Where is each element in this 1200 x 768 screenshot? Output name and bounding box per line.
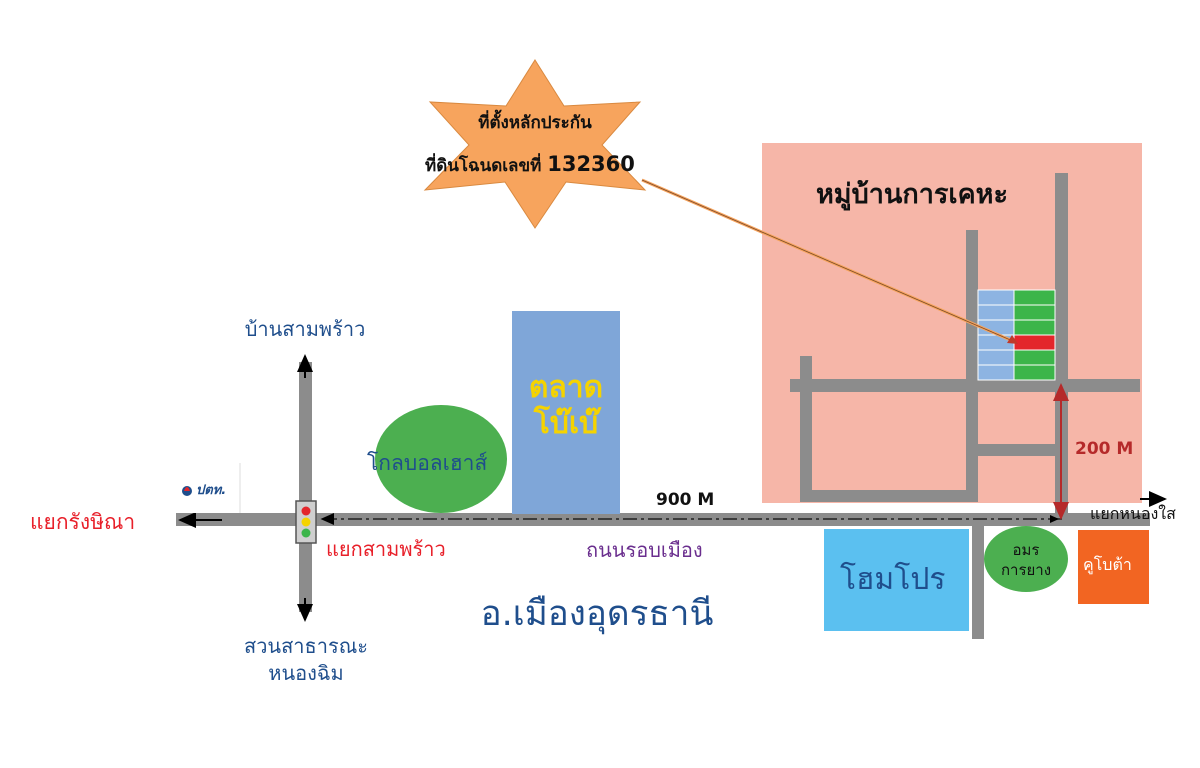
amorn-label-line1: อมร: [1012, 541, 1040, 559]
global-house-marker: [375, 405, 507, 513]
ptt-logo-label: ปตท.: [196, 483, 227, 498]
distance-900-label: 900 M: [656, 490, 715, 510]
callout-line2: ที่ดินโฉนดเลขที่ 132360: [425, 154, 635, 175]
callout-line1: ที่ตั้งหลักประกัน: [478, 113, 592, 133]
market-label-line1: ตลาด: [528, 370, 604, 405]
market-label-line2: โบ๊เบ๊: [533, 406, 599, 441]
road-east-label: แยกหนองใส: [1090, 504, 1176, 523]
ptt-logo-icon: [176, 463, 241, 513]
kubota-block: [1078, 530, 1149, 604]
village-area: [762, 143, 1142, 503]
amorn-marker: [984, 526, 1068, 592]
junction-label: แยกสามพร้าว: [326, 537, 446, 561]
village-roads: [790, 173, 1140, 513]
traffic-light-icon: [295, 500, 317, 544]
kubota-label: คูโบต้า: [1083, 555, 1132, 574]
highlighted-plot: [1013, 334, 1056, 351]
road-south-line2: หนองฉิม: [268, 661, 344, 685]
amorn-label-line2: การยาง: [1000, 561, 1052, 580]
market-label: ตลาด โบ๊เบ๊: [529, 370, 603, 442]
callout-star: [423, 59, 647, 229]
global-house-label: โกลบอลเฮาส์: [367, 451, 488, 475]
road-south-line1: สวนสาธารณะ: [243, 634, 369, 658]
ring-road: [176, 513, 1150, 526]
market-block: [512, 311, 620, 514]
ring-road-label: ถนนรอบเมือง: [586, 538, 703, 562]
distance-200-label: 200 M: [1075, 439, 1134, 459]
deed-label: ที่ดินโฉนดเลขที่: [425, 156, 542, 176]
home-pro-block: [824, 529, 969, 631]
home-pro-label: โฮมโปร: [840, 562, 946, 597]
road-north-label: บ้านสามพร้าว: [244, 317, 366, 341]
district-label: อ.เมืองอุดรธานี: [480, 594, 714, 634]
road-west-label: แยกรังษิณา: [30, 510, 136, 534]
road-south-label: สวนสาธารณะ หนองฉิม: [244, 633, 368, 687]
land-plots: [977, 289, 1056, 381]
cross-road: [299, 362, 312, 612]
amorn-label: อมร การยาง: [1001, 540, 1051, 581]
village-title: หมู่บ้านการเคหะ: [816, 179, 1008, 210]
deed-number: 132360: [547, 152, 635, 176]
